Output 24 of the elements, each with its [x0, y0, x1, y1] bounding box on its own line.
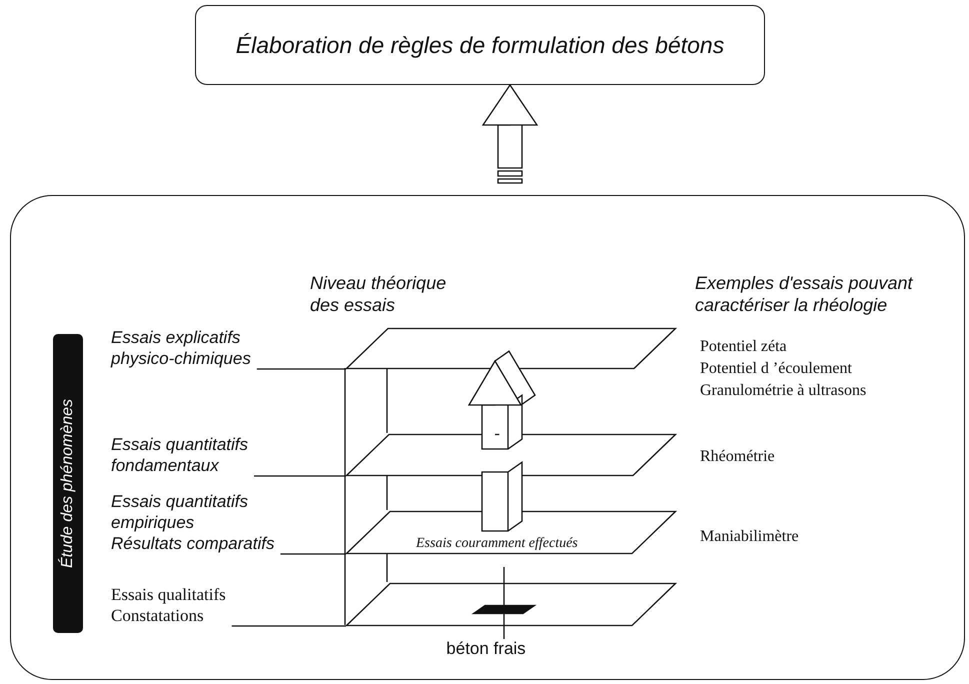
leader-line — [254, 475, 346, 477]
leader-line — [503, 566, 505, 640]
example-test: Rhéométrie — [700, 447, 775, 467]
level-label: Essais quantitatifs empiriques Résultats comparatifs — [111, 485, 293, 554]
side-band: Étude des phénomènes — [53, 334, 83, 633]
level-label: Essais explicatifs physico-chimiques — [111, 300, 293, 369]
leader-line — [232, 625, 346, 627]
plane-label: Essais couramment effectués — [416, 536, 578, 552]
example-test: Granulométrie à ultrasons — [700, 381, 866, 401]
example-test: Potentiel zéta — [700, 337, 787, 357]
column-heading: Niveau théorique des essais — [310, 272, 448, 316]
panel-frame — [10, 195, 965, 680]
block-arrow — [482, 84, 538, 184]
block-arrow — [468, 350, 536, 450]
example-test: Maniabilimètre — [700, 527, 799, 547]
block-arrow — [481, 460, 523, 532]
leader-line — [280, 553, 346, 555]
level-label: Essais qualitatifs Constatations — [111, 579, 293, 626]
goal-box: Élaboration de règles de formulation des bétons — [195, 5, 765, 85]
column-heading: Exemples d'essais pouvant caractériser la rhéologie — [695, 272, 914, 316]
example-test: Potentiel d ’écoulement — [700, 359, 852, 379]
level-label: Essais quantitatifs fondamentaux — [111, 406, 293, 476]
base-label: béton frais — [441, 639, 531, 663]
leader-line — [256, 368, 346, 370]
